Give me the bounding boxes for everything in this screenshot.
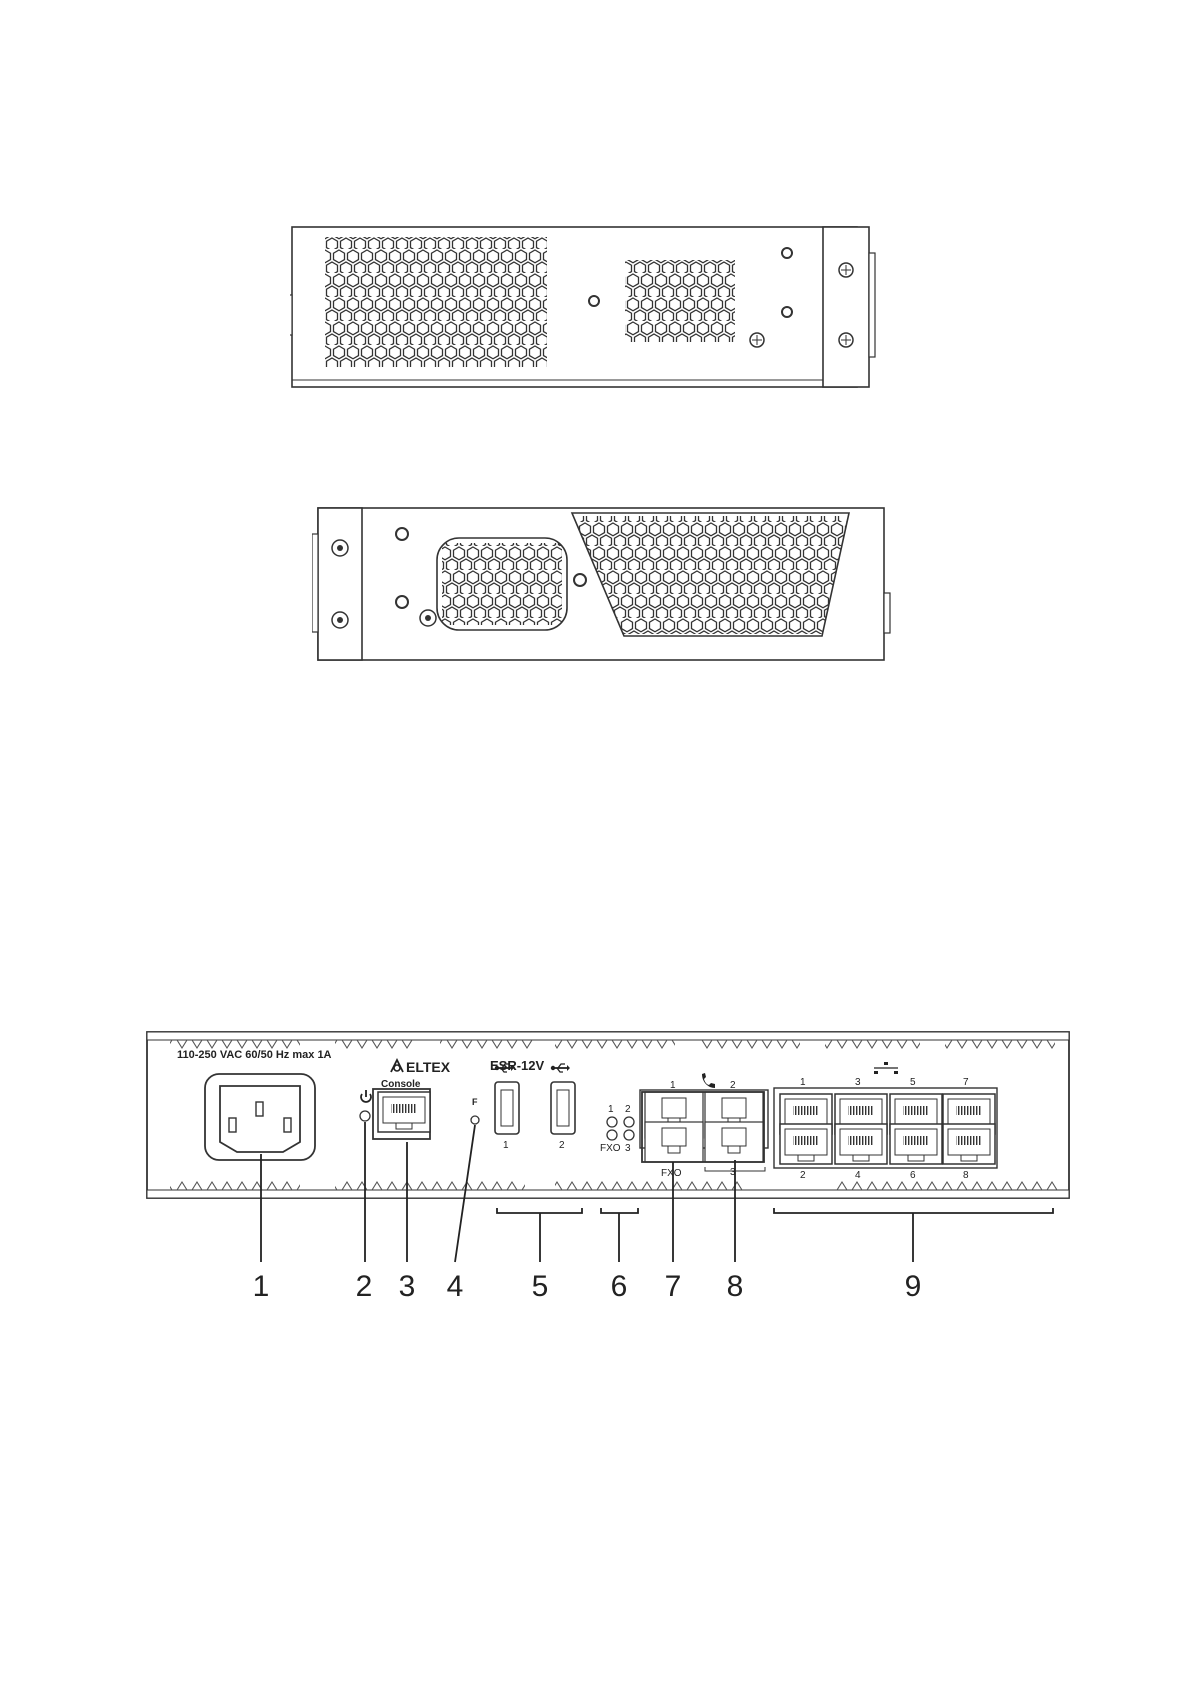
- lan-port-number: 6: [910, 1170, 916, 1181]
- brand-name: ELTEX: [406, 1059, 451, 1075]
- fxo-label: FXO: [661, 1168, 682, 1179]
- status-led: [624, 1130, 634, 1140]
- screw-hole: [396, 528, 408, 540]
- status-led: [607, 1117, 617, 1127]
- callout-number: 9: [905, 1270, 922, 1303]
- callout-number: 6: [611, 1270, 628, 1303]
- side-view-right: [290, 225, 880, 400]
- group-bracket: [774, 1208, 1053, 1213]
- rear-panel-diagram: 110-250 VAC 60/50 Hz max 1A ELTEX ESR-12…: [145, 1030, 1075, 1310]
- fxo-port: [645, 1122, 703, 1162]
- callout-number: 2: [356, 1270, 373, 1303]
- lan-port-number: 2: [800, 1170, 806, 1181]
- status-led: [624, 1117, 634, 1127]
- function-button: [471, 1116, 479, 1124]
- usb-port-number: 2: [559, 1140, 565, 1151]
- mounting-bracket: [823, 227, 869, 387]
- power-rating-label: 110-250 VAC 60/50 Hz max 1A: [177, 1049, 332, 1061]
- screw-icon: [839, 263, 853, 277]
- led-label: 3: [625, 1143, 631, 1154]
- group-bracket: [497, 1208, 582, 1213]
- lan-port-number: 3: [855, 1077, 861, 1088]
- screw-hole: [782, 248, 792, 258]
- usb-port-number: 1: [503, 1140, 509, 1151]
- power-inlet: [205, 1074, 315, 1160]
- lan-port: [943, 1124, 995, 1164]
- led-label: 2: [625, 1104, 631, 1115]
- lan-port-number: 5: [910, 1077, 916, 1088]
- vent-grille-small: [625, 260, 735, 342]
- console-port: [373, 1089, 430, 1139]
- screw-hole: [396, 596, 408, 608]
- function-button-label: F: [472, 1097, 478, 1107]
- callout-number: 3: [399, 1270, 416, 1303]
- lan-port-number: 7: [963, 1077, 969, 1088]
- lan-port-number: 4: [855, 1170, 861, 1181]
- vent-grille-large: [325, 237, 547, 367]
- callout-number: 7: [665, 1270, 682, 1303]
- callout-number: 4: [447, 1270, 464, 1303]
- led-label: 1: [608, 1104, 614, 1115]
- status-led: [607, 1130, 617, 1140]
- group-bracket: [601, 1208, 638, 1213]
- callout-number: 8: [727, 1270, 744, 1303]
- vent-grille-rounded: [442, 543, 562, 625]
- usb-port: [495, 1082, 519, 1134]
- screw-hole: [782, 307, 792, 317]
- model-name: ESR-12V: [490, 1058, 545, 1073]
- side-view-left: [312, 498, 902, 668]
- mounting-bracket: [318, 508, 362, 660]
- callout-number: 1: [253, 1270, 270, 1303]
- screw-icon: [332, 540, 348, 556]
- screw-hole: [589, 296, 599, 306]
- lan-port: [890, 1124, 942, 1164]
- usb-port: [551, 1082, 575, 1134]
- led-label: FXO: [600, 1143, 621, 1154]
- fxs-port-number: 2: [730, 1080, 736, 1091]
- lan-port-number: 1: [800, 1077, 806, 1088]
- screw-icon: [420, 610, 436, 626]
- screw-icon: [750, 333, 764, 347]
- callout-number: 5: [532, 1270, 549, 1303]
- screw-icon: [839, 333, 853, 347]
- lan-port-number: 8: [963, 1170, 969, 1181]
- lan-port: [780, 1124, 832, 1164]
- power-led: [360, 1111, 370, 1121]
- screw-icon: [332, 612, 348, 628]
- fxs-port: [705, 1122, 763, 1162]
- fxs-port-number: 1: [670, 1080, 676, 1091]
- screw-hole: [574, 574, 586, 586]
- lan-port: [835, 1124, 887, 1164]
